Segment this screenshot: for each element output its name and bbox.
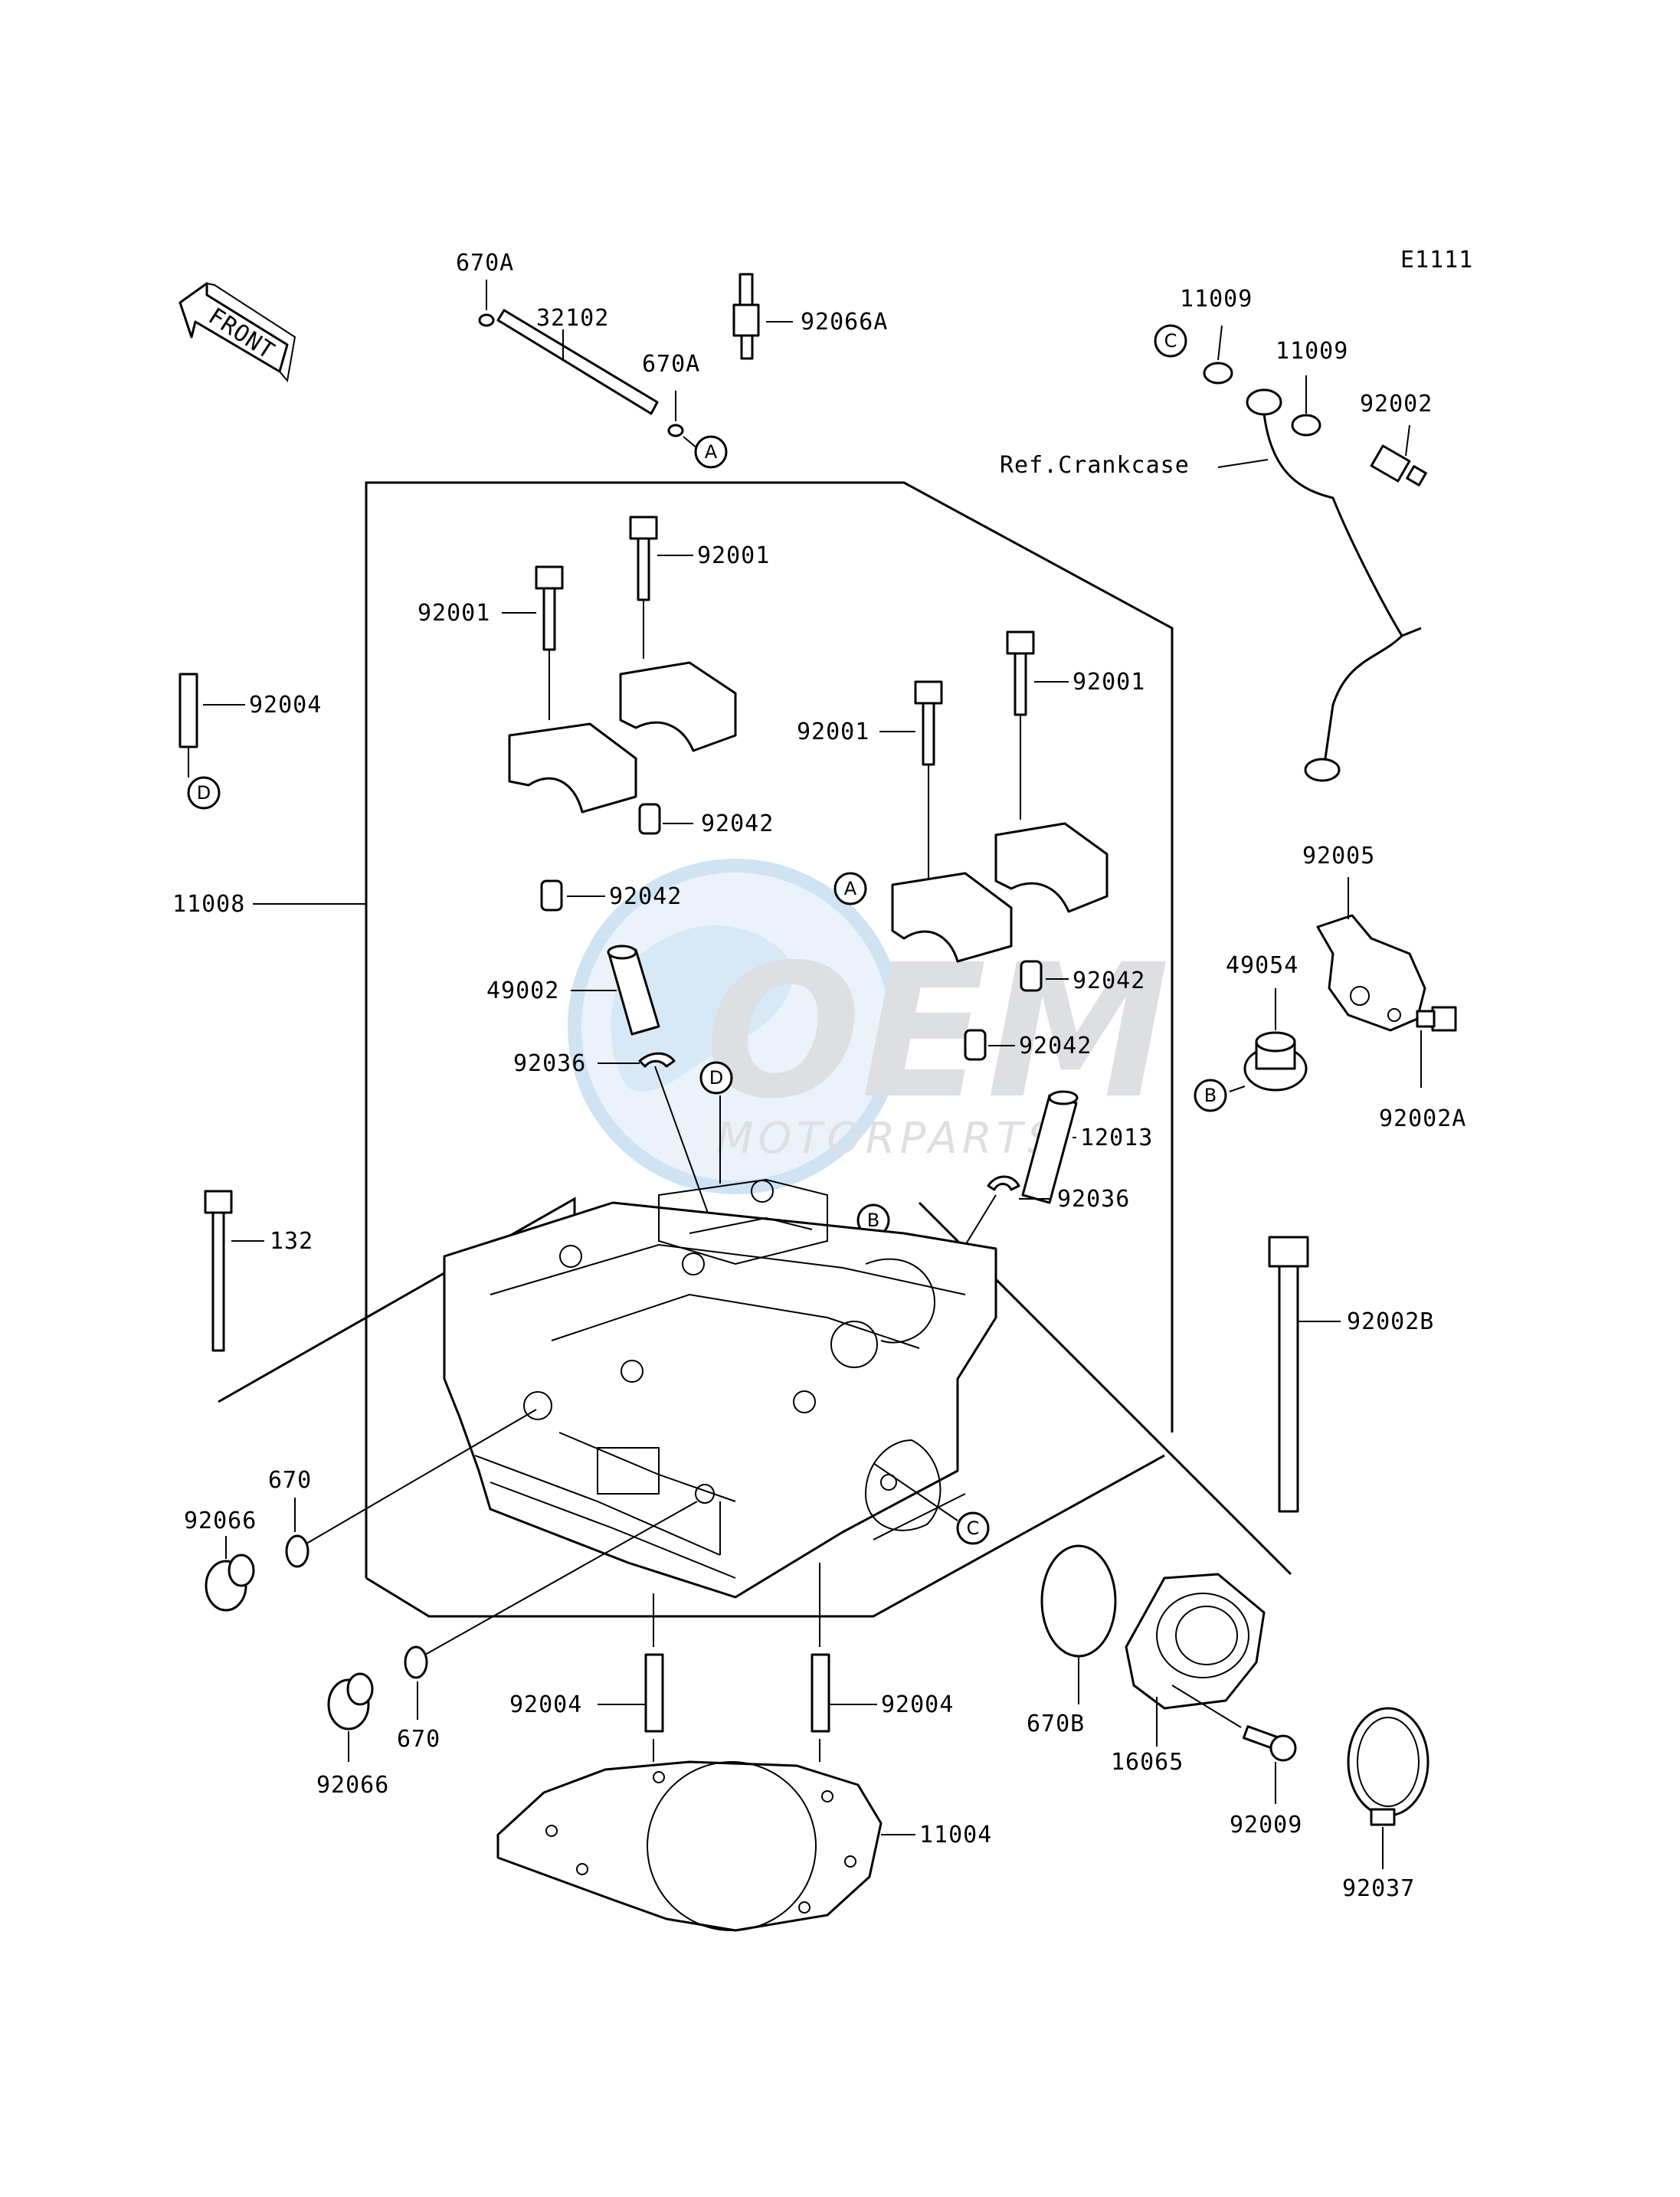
label-132: 132 — [270, 1228, 313, 1255]
bolt-92001-group — [502, 516, 1069, 881]
label-92005: 92005 — [1302, 843, 1375, 869]
circlip-92036-a — [598, 1052, 713, 1226]
bolt-92002b — [1268, 1236, 1341, 1513]
label-49054: 49054 — [1226, 952, 1298, 979]
label-92009: 92009 — [1230, 1812, 1302, 1838]
svg-text:B: B — [867, 1210, 879, 1231]
oring-670b — [1040, 1544, 1117, 1704]
oring-670-a — [285, 1409, 537, 1568]
label-11004: 11004 — [919, 1822, 992, 1848]
svg-text:B: B — [1204, 1085, 1217, 1106]
label-92002: 92002 — [1360, 391, 1433, 417]
svg-text:A: A — [705, 441, 718, 463]
ref-marker-a-mid: A — [833, 872, 867, 905]
label-670a-mid: 670A — [642, 351, 700, 378]
stud-92004-bottom — [598, 1563, 877, 1762]
label-92002b: 92002B — [1347, 1308, 1434, 1335]
intake-holder-16065 — [1125, 1573, 1266, 1747]
svg-text:C: C — [967, 1518, 980, 1539]
watermark-sub-text: MOTORPARTS — [716, 1114, 1059, 1164]
label-11009-b: 11009 — [1276, 338, 1348, 365]
ref-crankcase-label: Ref.Crankcase — [1000, 452, 1190, 479]
label-670a-top: 670A — [456, 250, 514, 277]
ref-marker-b-right: B — [1194, 1079, 1227, 1112]
plug-49054 — [1229, 988, 1308, 1092]
label-92004-side: 92004 — [249, 692, 322, 719]
label-16065: 16065 — [1111, 1749, 1184, 1776]
ref-marker-a-top: A — [694, 435, 728, 469]
pipe-32102 — [478, 280, 698, 449]
label-92004-a: 92004 — [509, 1691, 582, 1718]
label-92001-a: 92001 — [418, 600, 490, 627]
cylinder-head — [443, 1178, 997, 1599]
label-92001-c: 92001 — [797, 719, 869, 745]
watermark-logo: OEM MOTORPARTS — [568, 859, 1170, 1194]
label-670-b: 670 — [397, 1726, 440, 1753]
bolt-92009 — [1171, 1685, 1297, 1804]
plug-92066-b — [327, 1672, 374, 1762]
front-arrow-icon: FRONT — [178, 282, 296, 383]
svg-text:A: A — [844, 878, 857, 899]
svg-text:C: C — [1164, 330, 1177, 352]
clamp-92037 — [1347, 1707, 1429, 1869]
cam-cap-group — [508, 661, 1109, 963]
label-92042-d: 92042 — [1019, 1033, 1092, 1059]
label-92066-a: 92066 — [184, 1508, 257, 1534]
label-92066a: 92066A — [801, 309, 888, 336]
label-12013: 12013 — [1080, 1125, 1153, 1151]
sensor-92066a — [732, 273, 793, 360]
diagram-code: E1111 — [1400, 247, 1473, 273]
svg-text:D: D — [197, 782, 211, 804]
watermark-logo-text: OEM — [705, 925, 1170, 1139]
dowel-pin-group — [540, 803, 1069, 1061]
valve-guide-49002 — [571, 945, 660, 1036]
svg-text:D: D — [709, 1067, 723, 1089]
label-92036-a: 92036 — [513, 1050, 586, 1077]
label-92004-b: 92004 — [881, 1691, 954, 1718]
ref-marker-c-top: C — [1154, 324, 1187, 358]
ref-marker-d-side: D — [187, 776, 221, 810]
label-92042-c: 92042 — [1073, 968, 1145, 994]
thermostat-housing-92005 — [1316, 877, 1457, 1088]
label-92001-d: 92001 — [1073, 669, 1145, 696]
label-49002: 49002 — [486, 977, 559, 1004]
label-11008: 11008 — [172, 891, 245, 918]
label-670-a: 670 — [268, 1467, 312, 1494]
label-92042-a: 92042 — [701, 810, 774, 837]
label-32102: 32102 — [536, 305, 609, 332]
valve-guide-12013 — [1021, 1090, 1079, 1204]
bolt-132 — [204, 1190, 264, 1352]
gasket-11004 — [496, 1760, 915, 1932]
label-92036-b: 92036 — [1057, 1186, 1130, 1213]
label-92042-b: 92042 — [609, 883, 682, 910]
label-92037: 92037 — [1342, 1875, 1415, 1902]
ref-marker-c-mid: C — [956, 1511, 990, 1545]
label-11009-a: 11009 — [1180, 286, 1253, 313]
ref-marker-d-mid: D — [699, 1061, 733, 1095]
oil-pipe-assembly — [1203, 325, 1427, 782]
label-670b: 670B — [1027, 1711, 1085, 1737]
oring-670-b — [404, 1501, 698, 1720]
label-92001-b: 92001 — [697, 542, 770, 569]
stud-92004-side — [178, 673, 245, 778]
leader-c — [873, 1462, 958, 1521]
label-92002a: 92002A — [1379, 1105, 1466, 1132]
plug-92066-a — [205, 1536, 255, 1612]
label-92066-b: 92066 — [316, 1772, 389, 1799]
